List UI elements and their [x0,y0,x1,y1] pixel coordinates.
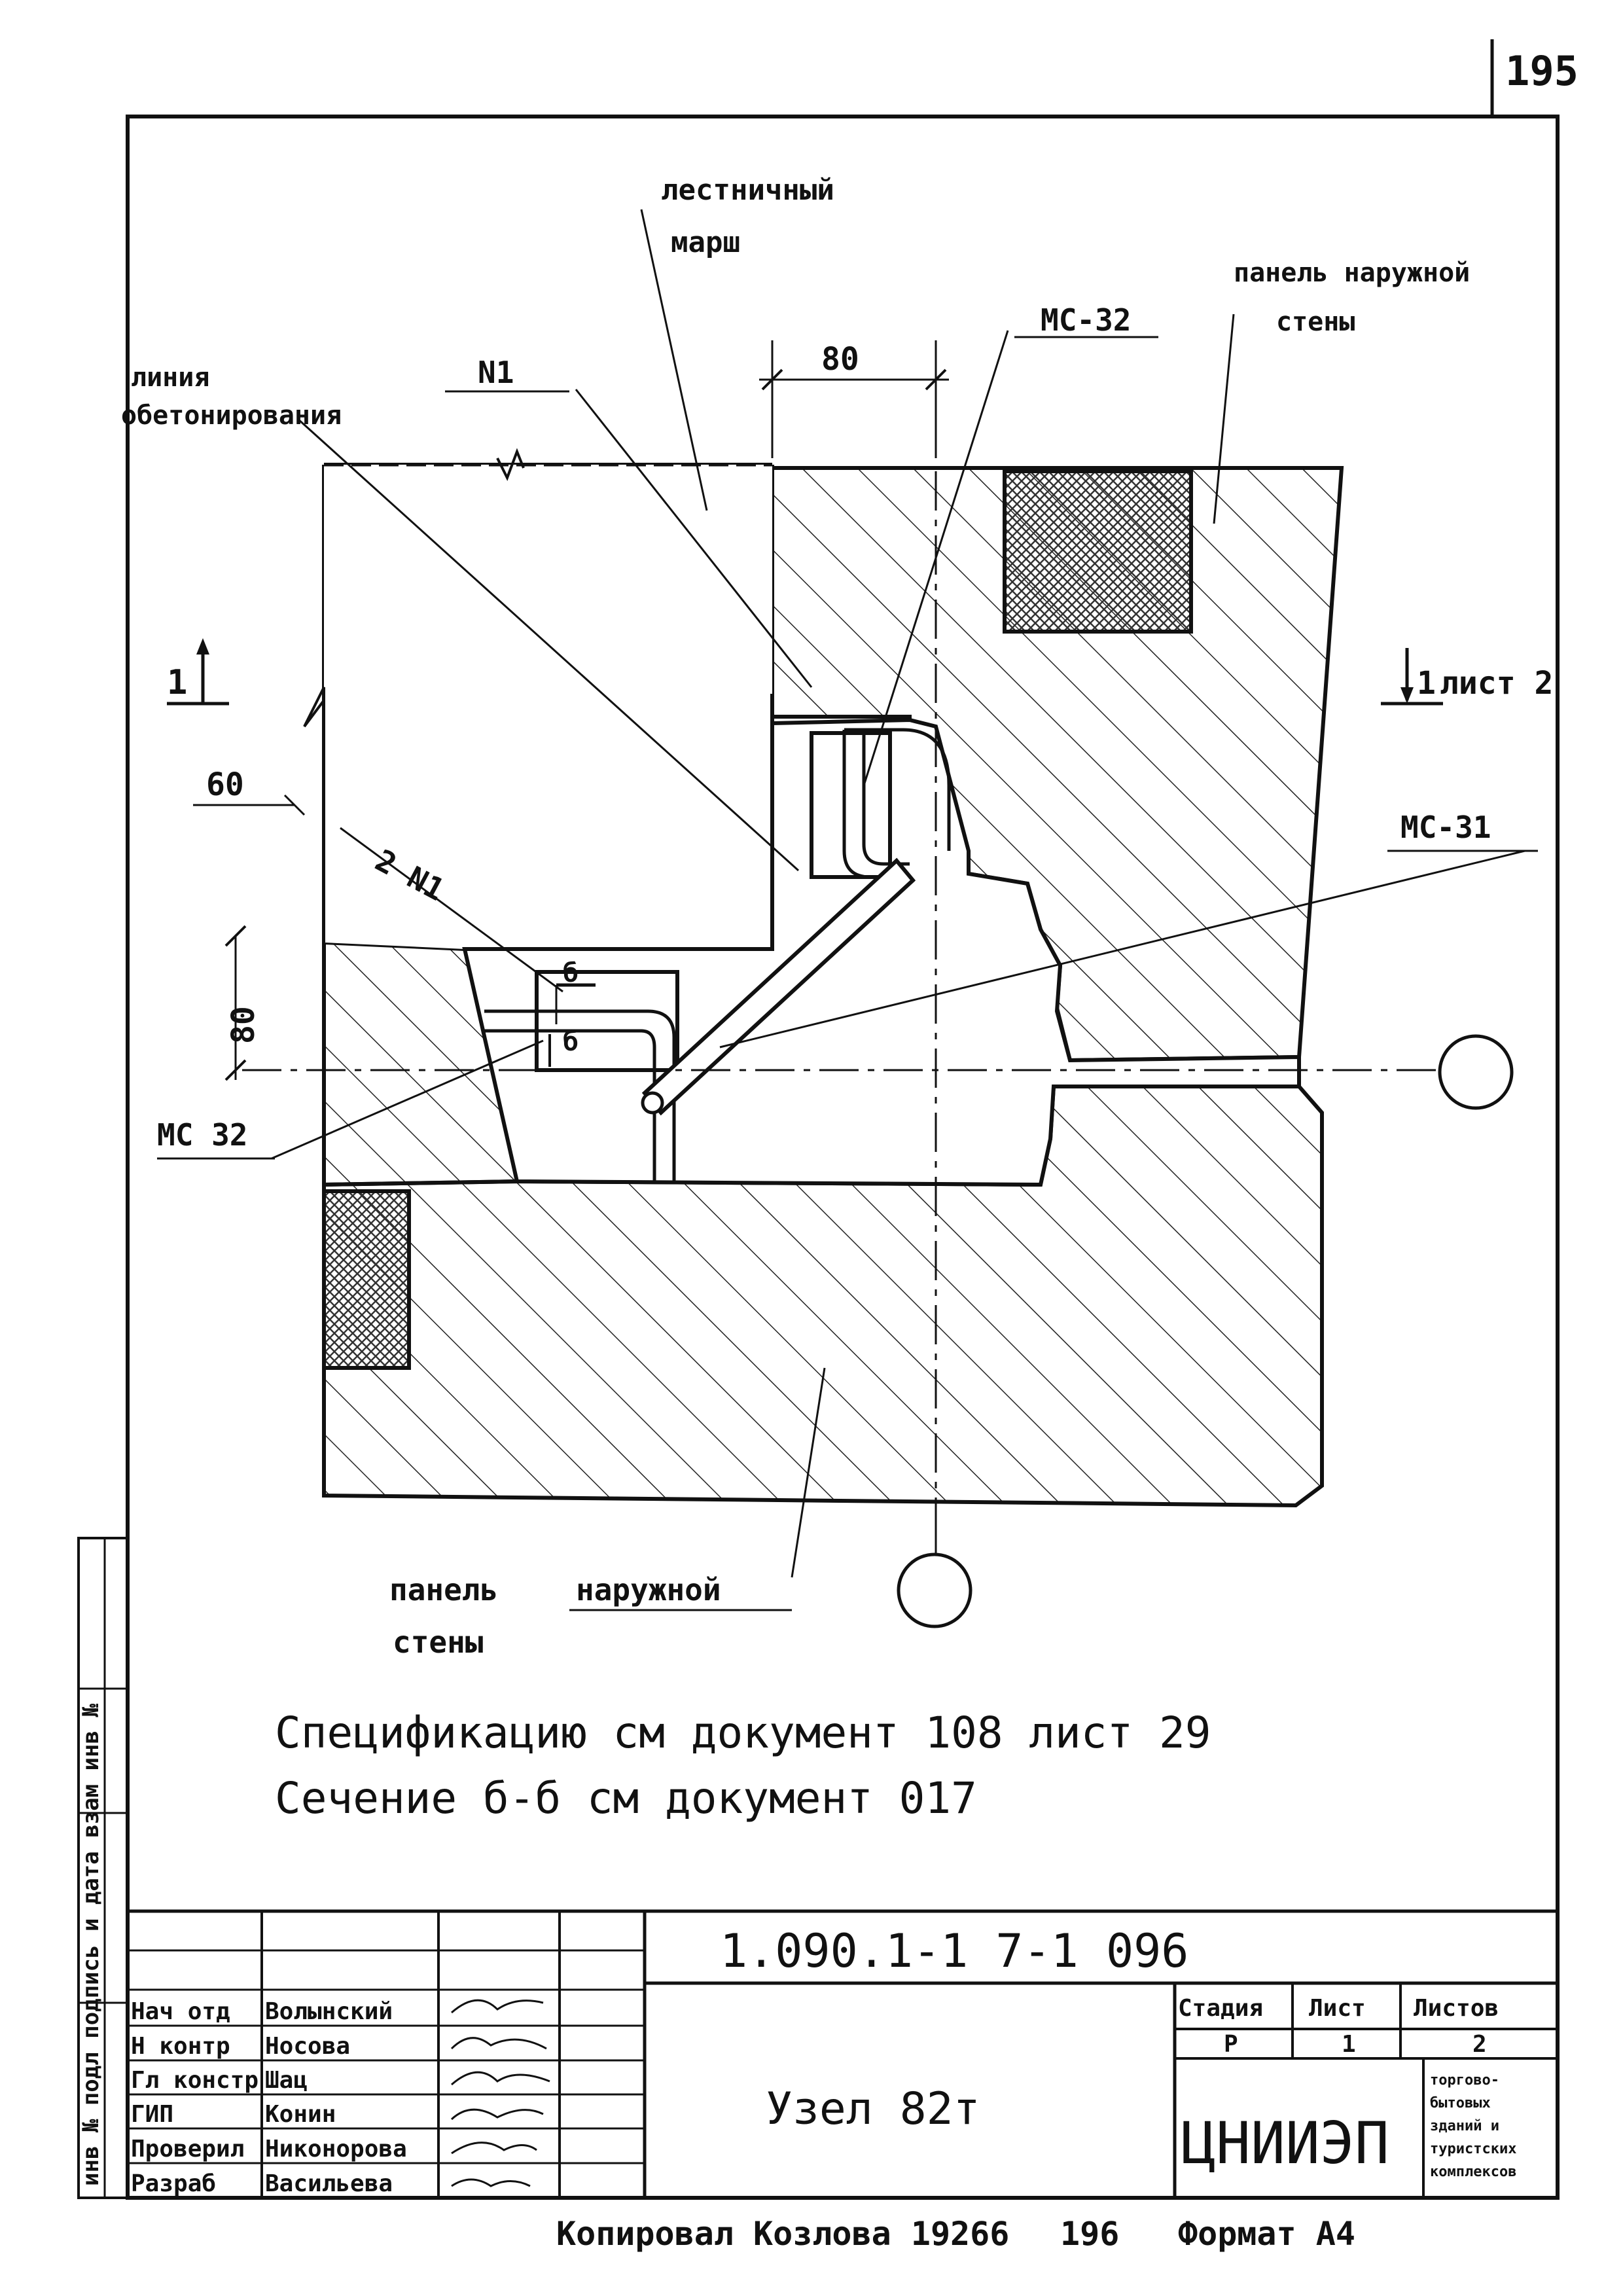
name-3: Конин [265,2101,336,2128]
section-marker-left-number: 1 [167,663,187,702]
org-sub-2: зданий и [1430,2118,1499,2134]
dimension-60: 60 [193,766,306,816]
page-number: 195 [1505,47,1578,95]
break-line-left [303,687,325,942]
role-1: Н контр [131,2033,230,2060]
name-1: Носова [265,2033,350,2060]
name-4: Никонорова [265,2136,407,2162]
signatures [450,1999,550,2187]
concreting-line-label-1: линия [131,363,209,393]
dimension-80-top-label: 80 [821,341,859,378]
axis-marker-right [1438,1034,1514,1110]
role-3: ГИП [131,2101,173,2128]
outer-wall-bottom-label-1: панель [389,1572,498,1607]
stair-flight-label-2: марш [671,226,740,259]
document-code: 1.090.1-1 7-1 096 [720,1924,1188,1978]
concreting-line-label-2: обетонирования [121,401,342,431]
insulation-top [1003,469,1193,634]
section-b-b-mark: б б [548,958,596,1067]
section-b-label-bottom: б [563,1027,579,1057]
organization-name: ЦНИИЭП [1181,2109,1389,2177]
footer-copied: Копировал Козлова 19266 [556,2215,1009,2253]
leader-lines [271,209,1525,1578]
axis-marker-bottom [897,1552,972,1628]
footer-format: Формат А4 [1178,2215,1355,2253]
role-2: Гл констр [131,2067,259,2094]
footer-number: 196 [1060,2215,1119,2253]
role-0: Нач отд [131,1998,230,2025]
name-5: Васильева [265,2170,393,2197]
outer-wall-top-label-2: стены [1276,307,1355,337]
stage-header: Стадия [1178,1995,1263,2022]
mc31-label: МС-31 [1400,810,1491,845]
outer-wall-bottom-label-2: наружной [576,1572,721,1607]
org-sub-0: торгово- [1430,2072,1499,2089]
dimension-80-left-label: 80 [225,1006,262,1044]
section-marker-right-number: 1 [1417,665,1436,702]
name-0: Волынский [265,1998,393,2025]
sheets-value: 2 [1472,2031,1487,2058]
dimension-80-left: 80 [224,925,262,1081]
annotation-labels: лестничный марш панель наружной стены ли… [121,173,1538,1660]
org-sub-1: бытовых [1430,2095,1491,2111]
section-marker-left: 1 [167,638,229,706]
sheet-value: 1 [1342,2031,1356,2058]
bar-n1-label: N1 [478,355,514,390]
sheet-frame [126,115,1560,2200]
insulation-bottom [322,1189,411,1370]
dimension-60-label: 60 [206,766,244,803]
outer-wall-bottom-label-3: стены [393,1624,483,1660]
section-marker-right: 1 лист 2 [1381,648,1553,706]
role-4: Проверил [131,2136,244,2162]
org-sub-3: туристских [1430,2141,1516,2157]
name-2: Шац [265,2067,308,2094]
mc32-left-label: МС 32 [157,1117,247,1153]
side-stamp-text: инв № подл подпись и дата взам инв № [78,1704,104,2186]
break-line-top [496,448,525,481]
embedded-plate-mc32-top [810,731,892,879]
dimension-80-top: 80 [759,340,949,458]
sheets-header: Листов [1414,1995,1499,2022]
side-stamp: инв № подл подпись и дата взам инв № [77,1537,129,2199]
title-block: 1.090.1-1 7-1 096 Узел 82т Нач отд Н кон… [128,1909,1558,2198]
outer-wall-top-label-1: панель наружной [1234,258,1470,288]
org-sub-4: комплексов [1430,2164,1516,2180]
section-b-label-top: б [563,958,579,988]
stair-flight-label-1: лестничный [661,173,834,207]
mc32-top-label: МС-32 [1041,302,1131,338]
drawing-title: Узел 82т [766,2083,980,2135]
note-section: Сечение б-б см документ 017 [275,1773,977,1823]
section-marker-right-sheet: лист 2 [1440,665,1553,702]
sheet-header: Лист [1309,1995,1366,2022]
role-5: Разраб [131,2170,216,2197]
stage-value: Р [1224,2031,1238,2058]
note-specification: Спецификацию см документ 108 лист 29 [275,1708,1211,1758]
